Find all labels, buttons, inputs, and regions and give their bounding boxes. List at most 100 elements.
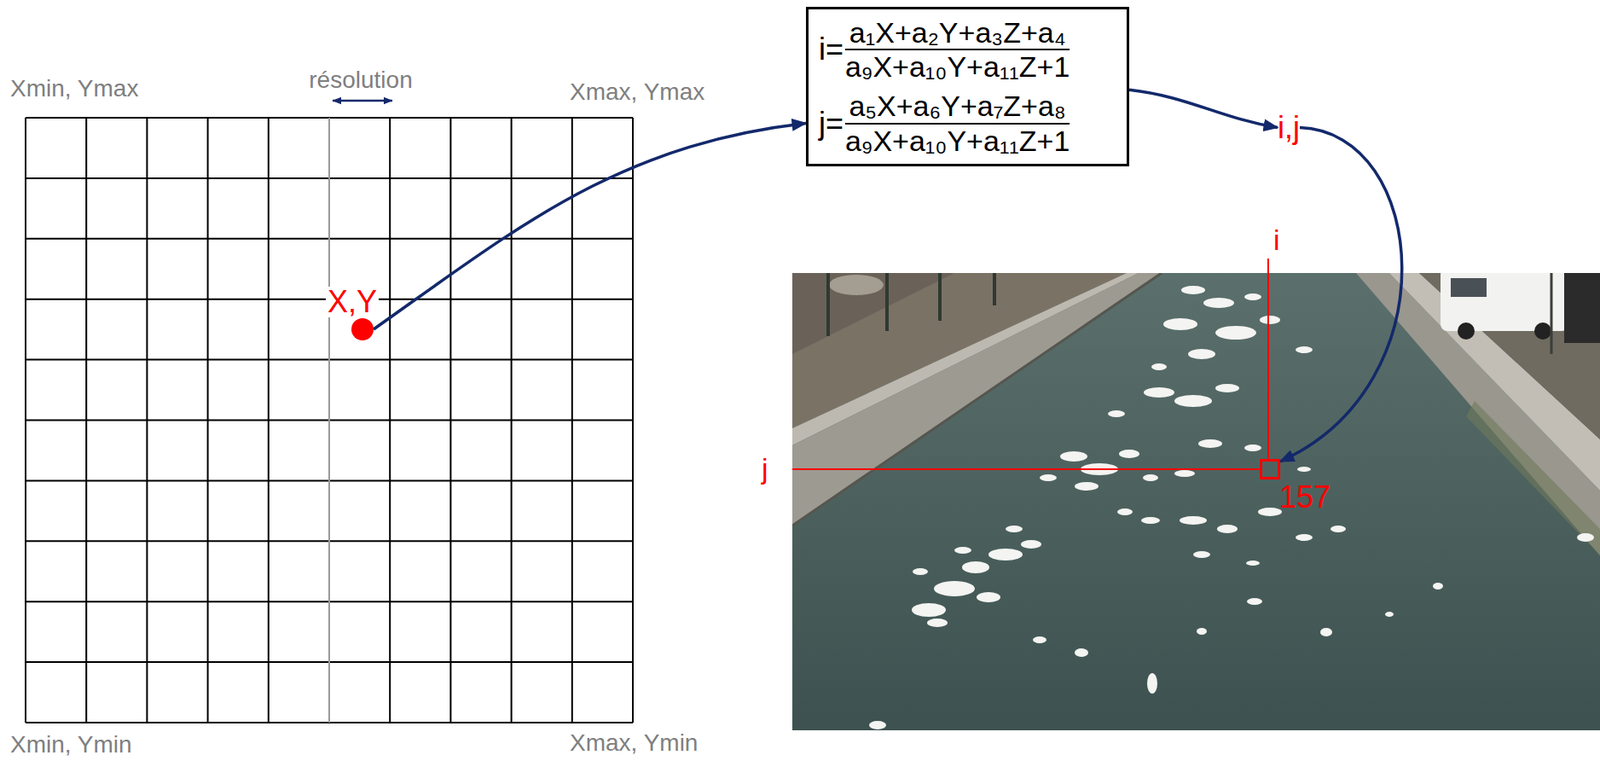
coordinate-label: i,j [1277,110,1300,145]
bank-shadow [792,272,955,354]
canal-photo [792,272,1600,731]
foam-patch [1330,525,1346,533]
resolution-arrow [332,99,393,103]
equation-lhs: j= [818,108,844,140]
foam-patch [1217,524,1238,534]
foam-patch [1576,533,1595,542]
world-point: X,Y [351,318,374,341]
flow-arrow [373,123,806,330]
column-guide-line [792,468,1260,470]
foam-patch [1074,481,1099,491]
foam-patch [912,568,928,575]
raster-grid [25,100,633,723]
foam-patch [1005,525,1023,533]
pixel-value: 157 [1279,481,1331,513]
foam-patch [1385,611,1394,617]
equation-row: j=a₅X+a₆Y+a₇Z+a₈a₉X+a₁₀Y+a₁₁Z+1 [818,90,1117,157]
foam-patch [1118,449,1140,458]
foam-patch [1020,539,1042,549]
foam-patch [1142,474,1159,482]
flow-arrow [1280,127,1403,462]
foam-patch [1107,410,1125,418]
foam-patch [1257,507,1282,516]
fence-post [826,272,830,337]
foam-patch [1244,444,1262,452]
left-wall-face [792,272,1162,526]
fraction: a₅X+a₆Y+a₇Z+a₈a₉X+a₁₀Y+a₁₁Z+1 [845,90,1070,157]
foam-patch [911,602,946,617]
foam-patch [1193,550,1211,558]
corner-label: Xmin, Ymin [10,730,133,759]
corner-label: Xmin, Ymax [10,75,139,103]
corner-label: Xmax, Ymin [569,729,698,757]
foam-patch [1074,648,1089,657]
point-label: X,Y [325,286,379,318]
foam-patch [1141,516,1160,524]
foam-patch [1117,508,1133,516]
van-window [1450,278,1487,297]
foam-patch [1188,348,1216,360]
foam-patch [988,548,1023,561]
foam-patch [1143,387,1175,398]
foam-patch [1297,466,1311,472]
fence-post [938,272,942,321]
water [792,272,1600,731]
equation-lhs: i= [818,34,844,65]
foam-patch [1259,315,1281,325]
foam-patch [1196,627,1207,635]
fraction-numerator: a₁X+a₂Y+a₃Z+a₄ [849,17,1067,49]
foam-patch [869,720,887,730]
fraction-bar [845,122,1070,125]
image-pixel: 157 [1259,458,1281,480]
foam-patch [1295,533,1313,541]
van-wheel [1534,322,1552,340]
corner-label: Xmax, Ymax [569,78,705,106]
left-waterline [792,272,1162,526]
foam-patch [1320,627,1333,637]
fraction-numerator: a₅X+a₆Y+a₇Z+a₈ [848,90,1067,122]
axis-label: i [1273,223,1281,257]
fence-post [1550,272,1554,354]
foam-patch [1039,474,1057,482]
foam-patch [1181,285,1206,295]
fraction-bar [845,48,1070,51]
foam-patch [1174,469,1195,477]
grid-line-highlight [328,117,331,723]
foam-patch [962,561,990,574]
foam-patch [933,580,975,597]
van-wheel [1457,322,1475,340]
foam-patch [1432,582,1444,590]
foam-patch [1198,439,1223,448]
projection-formula-box: i=a₁X+a₂Y+a₃Z+a₄a₉X+a₁₀Y+a₁₁Z+1j=a₅X+a₆Y… [805,6,1130,167]
fraction: a₁X+a₂Y+a₃Z+a₄a₉X+a₁₀Y+a₁₁Z+1 [845,17,1070,83]
rock [828,274,884,296]
foam [869,285,1595,730]
foam-patch [1215,325,1257,340]
fence-post [885,272,889,331]
image-coordinates: i,j [1277,109,1300,146]
foam-patch [1246,597,1263,605]
flow-arrow [1129,89,1278,128]
dimension-label: résolution [308,66,412,94]
foam-patch [1032,636,1047,644]
foam-patch [1215,383,1240,393]
row-guide-line [1267,258,1270,459]
fence-post [992,272,997,306]
foam-patch [976,591,1001,603]
foam-patch [1179,515,1207,525]
fraction-denominator: a₉X+a₁₀Y+a₁₁Z+1 [845,51,1070,83]
dark-vehicle [1564,272,1600,343]
foam-patch [1060,451,1088,462]
foam-patch [1295,346,1313,354]
foam-patch [1151,363,1167,371]
foam-patch [1203,297,1235,308]
equation-row: i=a₁X+a₂Y+a₃Z+a₄a₉X+a₁₀Y+a₁₁Z+1 [818,17,1117,83]
fraction-denominator: a₉X+a₁₀Y+a₁₁Z+1 [845,125,1070,157]
foam-patch [954,546,972,554]
white-van [1440,272,1569,331]
grid-lines [25,117,633,723]
foam-patch [927,618,948,627]
foam-patch [1163,318,1198,331]
